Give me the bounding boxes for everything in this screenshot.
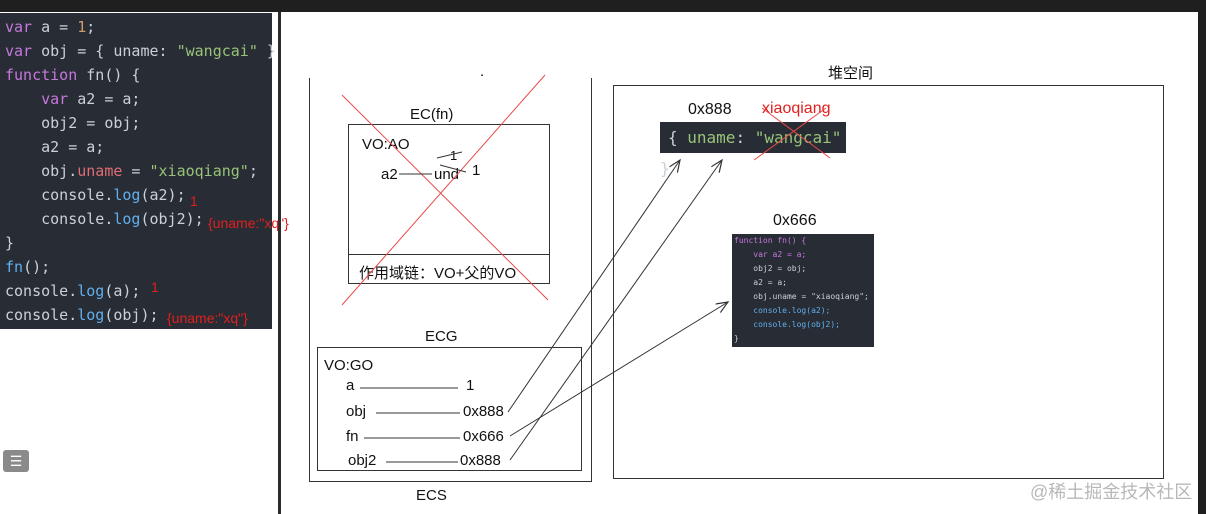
code-line: var a = 1; [5, 18, 96, 36]
go-var-name: fn [346, 428, 359, 445]
code-line: a2 = a; [5, 138, 105, 156]
fn-code-line: console.log(obj2); [734, 320, 840, 329]
code-line: obj2 = obj; [5, 114, 141, 132]
output-annotation: 1 [190, 193, 198, 209]
heap-title: 堆空间 [828, 65, 874, 82]
code-line: } [5, 234, 15, 252]
code-line: console.log(a); [5, 282, 141, 300]
fn-code-line: console.log(a2); [734, 306, 831, 315]
go-var-name: obj2 [348, 452, 377, 469]
code-line: obj.uname = "xiaoqiang"; [5, 162, 258, 180]
ao-var-name: a2 [381, 166, 398, 183]
code-line: var a2 = a; [5, 90, 141, 108]
fn-code-line: obj.uname = "xiaoqiang"; [734, 292, 869, 301]
code-line: console.log(a2); [5, 186, 186, 204]
ecs-label: ECS [416, 487, 447, 504]
code-line: var obj = { uname: "wangcai" } [5, 42, 276, 60]
output-annotation: 1 [151, 279, 159, 295]
ec-fn-title: EC(fn) [410, 106, 454, 123]
code-line: console.log(obj); [5, 306, 159, 324]
scope-chain-text: 作用域链：VO+父的VO [359, 265, 517, 282]
heap-obj-new-value: xiaoqiang [762, 100, 831, 117]
go-label: VO:GO [324, 357, 374, 374]
fn-code-line: function fn() { [734, 236, 807, 245]
code-line: console.log(obj2); [5, 210, 204, 228]
output-annotation: {uname:"xq"} [167, 310, 248, 326]
list-icon[interactable]: ☰ [3, 450, 29, 472]
code-line: fn(); [5, 258, 51, 276]
fn-code-line: var a2 = a; [734, 250, 807, 259]
fn-code-line: a2 = a; [734, 278, 787, 287]
go-var-name: obj [346, 403, 367, 420]
ao-new-value: 1 [472, 162, 481, 179]
go-var-name: a [346, 377, 355, 394]
fn-code-line: } [734, 334, 739, 343]
go-var-value: 0x888 [460, 452, 501, 469]
watermark: @稀土掘金技术社区 [1030, 482, 1193, 502]
heap-function-0x666: function fn() { var a2 = a; obj2 = obj; … [732, 234, 874, 347]
fn-code-line: obj2 = obj; [734, 264, 807, 273]
go-var-value: 1 [466, 377, 475, 394]
ao-label: VO:AO [362, 136, 410, 153]
code-line: function fn() { [5, 66, 141, 84]
go-var-value: 0x666 [463, 428, 504, 445]
code-block: var a = 1; var obj = { uname: "wangcai" … [0, 13, 289, 329]
heap-object-0x888: { uname: "wangcai" } [660, 122, 846, 178]
output-annotation: {uname:"xq"} [208, 215, 289, 231]
go-var-value: 0x888 [463, 403, 504, 420]
heap-fn-address: 0x666 [773, 212, 817, 229]
ecg-title: ECG [425, 328, 458, 345]
ao-var-value: und [434, 166, 460, 183]
ao-overwritten-value: 1 [450, 148, 458, 163]
ecs-top-mark: . [480, 63, 485, 80]
heap-obj-address: 0x888 [688, 101, 732, 118]
right-frame [1198, 12, 1206, 514]
top-bar [0, 0, 1206, 12]
